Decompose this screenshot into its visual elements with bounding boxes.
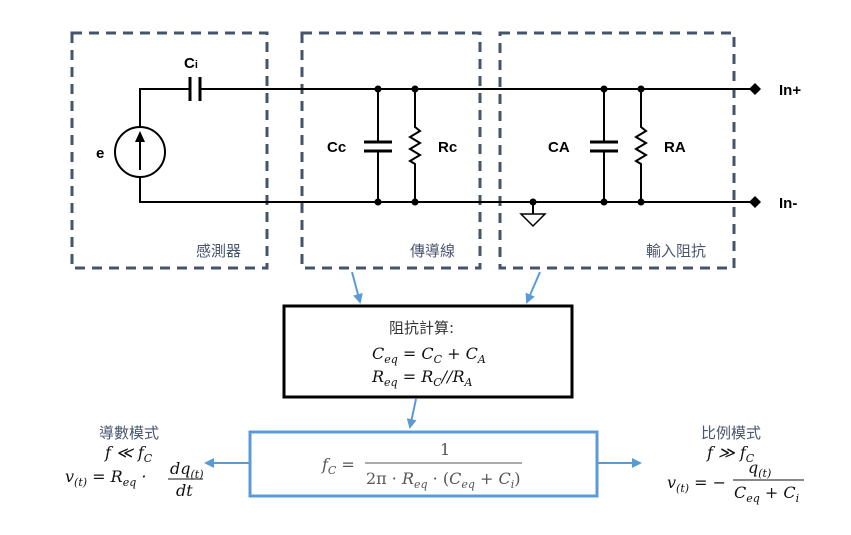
derivative-mode-numerator: dq(t) xyxy=(170,459,204,481)
source-arrow-head xyxy=(135,131,145,142)
impedance-calc-title: 阻抗計算: xyxy=(389,319,454,337)
arrow-cable-to-calc xyxy=(351,271,363,304)
junction-dot xyxy=(600,198,608,206)
derivative-mode-equation-lhs: v(t) = Req · xyxy=(65,467,146,489)
proportional-mode-equation-lhs: v(t) = − xyxy=(667,473,726,495)
top-wire-left xyxy=(139,88,190,127)
junction-dot xyxy=(411,85,419,93)
junction-dot xyxy=(411,198,419,206)
impedance-calc-box xyxy=(282,304,574,399)
derivative-mode-condition: f ≪ fC xyxy=(104,443,153,465)
proportional-mode-numerator: q(t) xyxy=(748,458,771,480)
derivative-mode-title: 導數模式 xyxy=(99,424,159,442)
junction-dot xyxy=(600,85,608,93)
terminal-negative-label: In- xyxy=(779,195,797,212)
junction-dots xyxy=(374,85,645,206)
cable-cap-label: Cc xyxy=(327,139,346,156)
ra-resistor xyxy=(634,89,648,202)
source-circle xyxy=(114,126,166,178)
impedance-calc-eq1: Ceq = CC + CA xyxy=(372,344,486,366)
terminal-positive-label: In+ xyxy=(779,82,801,99)
input-block-title: 輸入阻抗 xyxy=(646,242,706,260)
cutoff-denominator: 2π · Req · (Ceq + Ci) xyxy=(366,469,520,491)
proportional-mode-denominator: Ceq + Ci xyxy=(734,483,799,505)
junction-dot xyxy=(374,85,382,93)
input-res-label: RA xyxy=(664,139,686,156)
proportional-mode-condition: f ≫ fC xyxy=(706,443,755,465)
junction-dot xyxy=(637,198,645,206)
junction-dot xyxy=(637,85,645,93)
bottom-rail xyxy=(139,177,750,203)
cable-block-title: 傳導線 xyxy=(410,242,455,260)
input-block-border xyxy=(498,31,736,270)
circuit-wires xyxy=(114,77,750,228)
rc-resistor xyxy=(408,89,422,202)
proportional-mode-title: 比例模式 xyxy=(701,424,761,442)
cable-block-border xyxy=(300,31,482,270)
coupling-cap-label: Ci xyxy=(184,55,198,72)
arrow-input-to-calc xyxy=(525,271,541,304)
derivative-mode-denominator: dt xyxy=(176,481,193,500)
terminal-negative-icon xyxy=(749,196,761,208)
sensor-block-title: 感測器 xyxy=(196,242,241,260)
junction-dot xyxy=(374,198,382,206)
terminal-positive-icon xyxy=(749,83,761,95)
cable-res-label: Rc xyxy=(438,139,457,156)
sensor-block-border xyxy=(70,31,269,270)
cutoff-formula-box xyxy=(248,430,599,498)
cutoff-lhs: fC = xyxy=(321,455,355,477)
input-cap-label: CA xyxy=(548,139,570,156)
junction-dot xyxy=(529,198,537,206)
cutoff-numerator: 1 xyxy=(440,440,450,459)
source-label: e xyxy=(96,145,104,162)
arrow-calc-to-cutoff xyxy=(406,398,417,429)
ground-symbol xyxy=(519,213,547,228)
